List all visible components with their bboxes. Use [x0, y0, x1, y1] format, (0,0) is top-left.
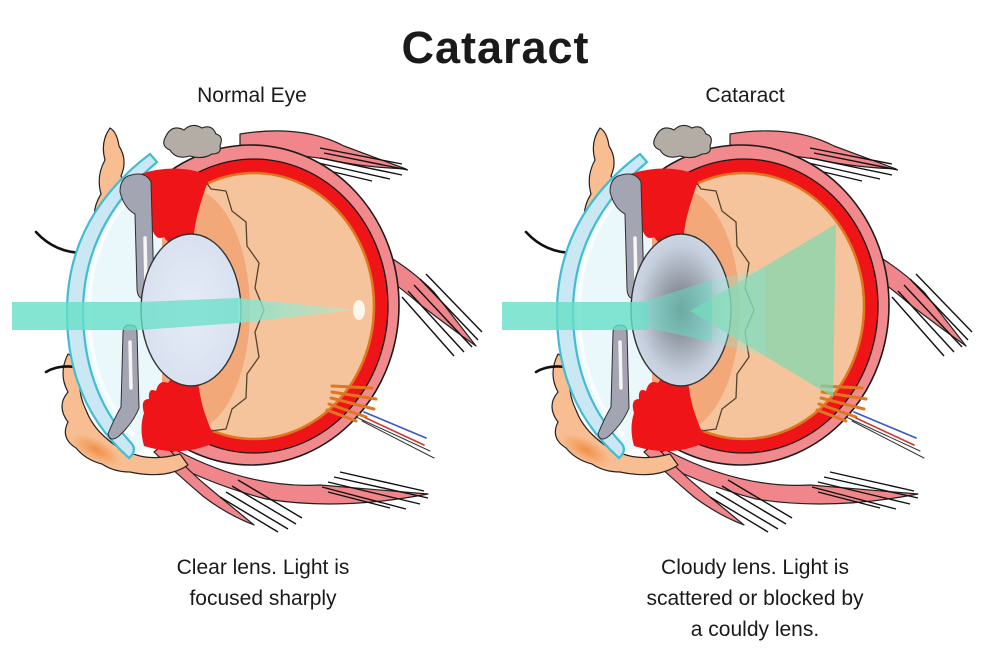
normal-eye	[12, 123, 484, 534]
normal-eye-label: Normal Eye	[197, 84, 307, 107]
focused-light-beam	[12, 298, 357, 330]
cataract-eye-label: Cataract	[705, 84, 785, 107]
cataract-eye-caption: Cloudy lens. Light is scattered or block…	[585, 552, 925, 645]
caption-line: focused sharply	[189, 587, 337, 610]
scattered-light-cone	[690, 224, 836, 397]
caption-line: a couldy lens.	[690, 618, 820, 641]
normal-eye-caption: Clear lens. Light is focused sharply	[93, 552, 433, 614]
caption-line: Clear lens. Light is	[176, 556, 350, 579]
cataract-eye	[502, 123, 974, 534]
page-title: Cataract	[401, 22, 590, 73]
scattered-light-beam	[502, 224, 836, 397]
caption-line: scattered or blocked by	[646, 587, 864, 610]
caption-line: Cloudy lens. Light is	[661, 556, 849, 579]
fovea-spot	[353, 300, 365, 320]
